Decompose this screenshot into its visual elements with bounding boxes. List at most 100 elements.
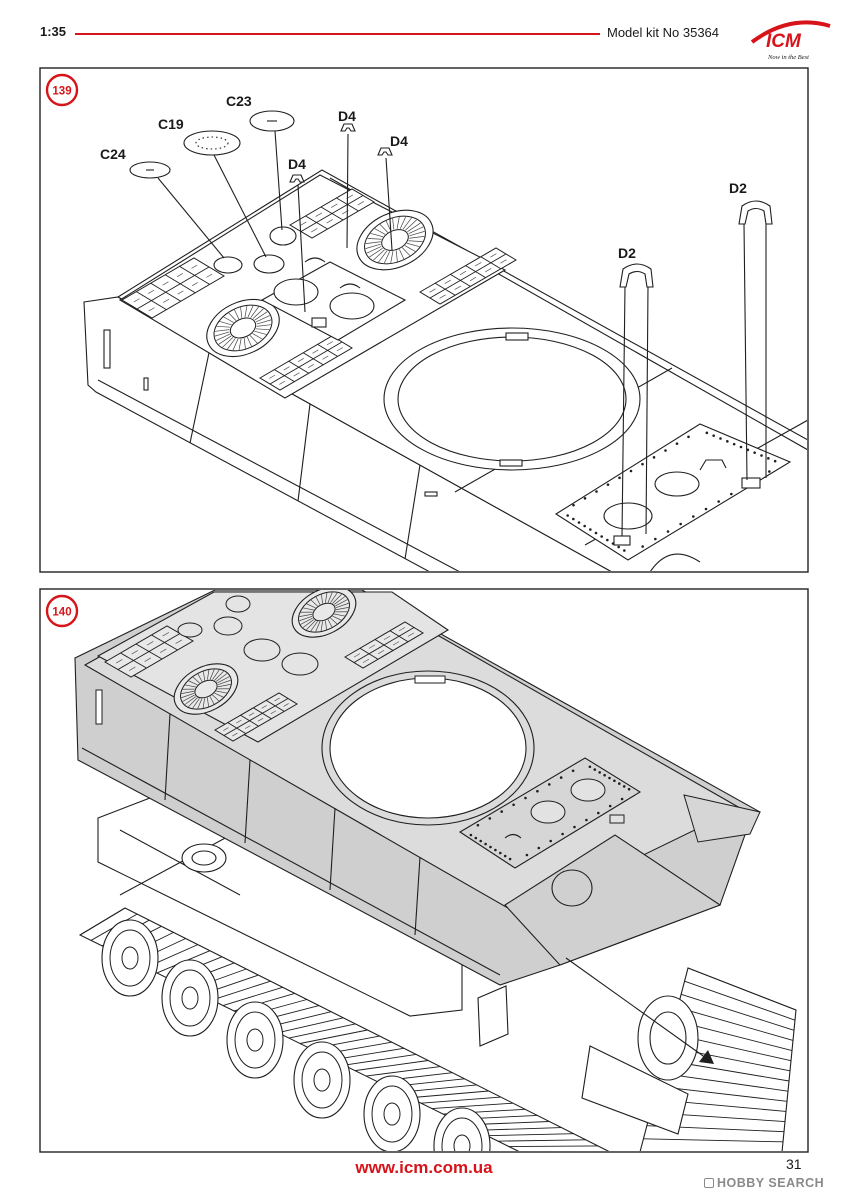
fan-blade xyxy=(246,336,252,347)
rivet xyxy=(705,431,709,435)
rivet xyxy=(760,454,763,457)
fan-blade xyxy=(217,676,230,684)
rivet xyxy=(499,851,502,855)
leader-line-d2 xyxy=(743,223,748,481)
grill-slat xyxy=(484,268,492,273)
cooling-fans xyxy=(173,590,357,715)
step-140-frame xyxy=(39,588,809,1153)
leader-line-c19 xyxy=(213,154,267,258)
footer-url[interactable]: www.icm.com.ua xyxy=(355,1158,493,1177)
grill-slat xyxy=(322,355,329,360)
part-label-c19: C19 xyxy=(158,116,184,132)
watermark-icon xyxy=(704,1178,714,1188)
periscope-mount xyxy=(613,535,631,546)
road-wheel-hub xyxy=(121,946,139,970)
grill-slat xyxy=(312,349,319,354)
rivet xyxy=(593,768,597,771)
periscope-mount xyxy=(609,814,625,824)
fan-blade xyxy=(335,607,349,611)
fan-blade xyxy=(392,218,395,230)
bow-mg-ball xyxy=(551,869,593,907)
fan-blade xyxy=(197,673,203,682)
engine-hatch xyxy=(243,638,281,662)
rivet xyxy=(767,457,770,460)
fan-blade xyxy=(207,669,210,680)
road-wheel-rim xyxy=(169,969,211,1027)
rivet xyxy=(730,492,733,496)
c19-cap xyxy=(213,616,243,636)
fan xyxy=(173,663,239,715)
grill-slat xyxy=(159,648,167,653)
track-link xyxy=(365,1066,441,1077)
fan-blade xyxy=(227,338,236,350)
plate-rivets xyxy=(566,431,777,552)
track-link xyxy=(660,1072,789,1092)
fan-blade xyxy=(216,325,231,328)
road-wheel-hub xyxy=(453,1134,471,1151)
part-d4 xyxy=(340,123,356,132)
hatch-handle xyxy=(699,459,727,471)
fan-blade xyxy=(209,669,215,680)
step-140-badge xyxy=(45,594,79,628)
rivet xyxy=(571,769,575,773)
road-wheel xyxy=(101,919,159,997)
track-link xyxy=(497,1139,586,1142)
grill-slat xyxy=(131,650,139,655)
grill-slat xyxy=(326,341,333,346)
fan-blade xyxy=(181,692,195,699)
fan-blade xyxy=(374,228,386,235)
hatch-handle xyxy=(304,257,326,263)
rivet xyxy=(692,515,695,518)
radiator-fan-hub xyxy=(191,850,217,866)
rivet xyxy=(583,497,587,500)
rivet xyxy=(595,490,598,493)
fan-blade xyxy=(300,617,313,625)
fan-blade xyxy=(369,248,383,258)
rivet xyxy=(512,803,515,807)
track-link xyxy=(79,907,126,936)
hatch-handle xyxy=(339,283,361,289)
grill-slat xyxy=(133,298,140,303)
step-140-number: 140 xyxy=(52,607,71,619)
road-wheel-hub xyxy=(246,1028,264,1052)
rivet xyxy=(654,537,657,541)
track-link xyxy=(409,1090,489,1099)
placement-arrowhead xyxy=(699,1050,714,1064)
rivet xyxy=(679,522,682,526)
fan-blade xyxy=(404,245,416,252)
fan-blade xyxy=(255,315,271,323)
grill-slat xyxy=(377,650,385,655)
track-link xyxy=(657,1085,788,1102)
skirt-divider xyxy=(164,713,171,801)
fan-blade xyxy=(324,620,327,630)
c19-mount-hole xyxy=(253,254,285,274)
track-link xyxy=(643,1138,784,1143)
part-label-d2: D2 xyxy=(729,180,747,196)
fan-blade xyxy=(365,243,381,249)
skirt-divider xyxy=(244,759,251,844)
road-wheel-rim xyxy=(371,1085,413,1143)
grill-slat xyxy=(299,221,307,226)
part-label-d2: D2 xyxy=(618,245,636,261)
kit-number: Model kit No 35364 xyxy=(607,25,720,40)
fan-blade xyxy=(384,251,391,264)
fan-blade xyxy=(240,307,243,318)
fan-blade xyxy=(409,236,425,239)
grill-slat xyxy=(206,273,213,278)
fan-blade xyxy=(215,333,231,341)
rivet xyxy=(572,517,575,521)
grill-slat xyxy=(315,212,323,217)
radiator-fan xyxy=(181,843,227,873)
skirt-divider xyxy=(414,856,421,936)
skirt-lip-line xyxy=(81,747,501,976)
scale-label: 1:35 xyxy=(40,24,67,39)
leader-line-d4 xyxy=(385,157,393,251)
grill-bar xyxy=(353,627,415,663)
rivet xyxy=(753,451,756,454)
fan-blade xyxy=(244,305,248,318)
skirt-lip-line xyxy=(97,379,460,571)
fan-blade xyxy=(228,312,237,321)
rivet xyxy=(608,804,612,808)
grill-slat xyxy=(257,717,264,722)
fan-ring xyxy=(298,591,350,633)
